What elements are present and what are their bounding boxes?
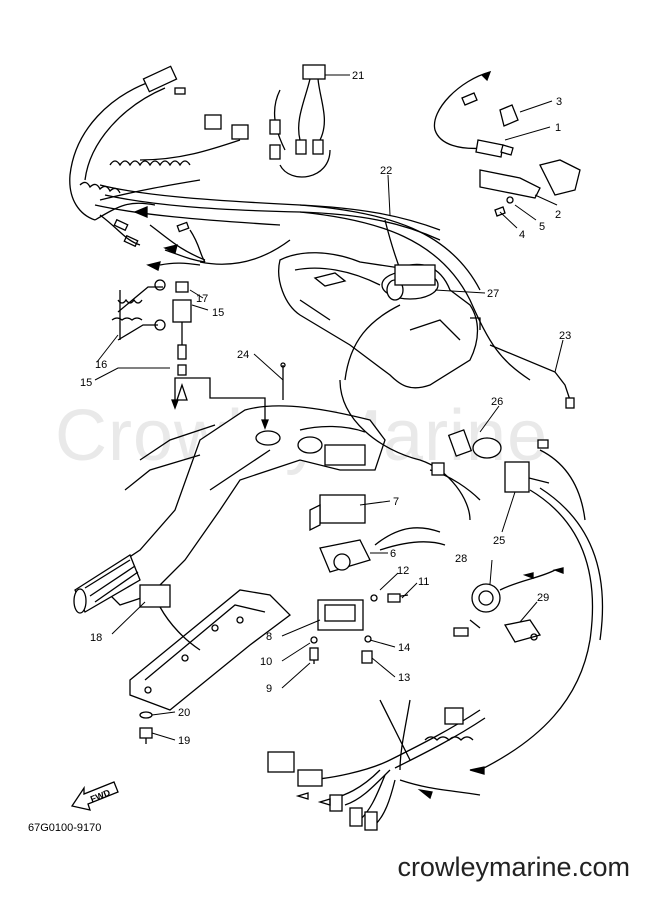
callout-19: 19 xyxy=(178,735,190,747)
fasteners-19-20 xyxy=(139,711,153,744)
callout-4: 4 xyxy=(519,229,525,241)
fwd-label: FWD xyxy=(89,787,112,804)
website-footer: crowleymarine.com xyxy=(397,852,630,882)
remote-control-box-cover xyxy=(278,252,481,389)
parts-24-25-26 xyxy=(280,362,604,771)
tiller-handle xyxy=(93,405,386,606)
callout-16: 16 xyxy=(95,359,107,371)
horn-and-bracket xyxy=(453,567,564,643)
pointer-arrows xyxy=(171,377,269,430)
callout-25: 25 xyxy=(493,535,505,547)
callout-6: 6 xyxy=(390,548,396,560)
callout-28: 28 xyxy=(455,553,467,565)
callout-11: 11 xyxy=(418,576,429,588)
callout-9: 9 xyxy=(266,683,272,695)
callout-12: 12 xyxy=(397,565,409,577)
callout-8: 8 xyxy=(266,631,272,643)
part-21-sub-harness xyxy=(269,64,331,178)
callout-29: 29 xyxy=(537,592,549,604)
callout-10: 10 xyxy=(260,656,272,668)
callout-2: 2 xyxy=(555,209,561,221)
callout-21: 21 xyxy=(352,70,364,82)
callout-labels: 1 2 3 4 5 6 7 8 9 10 11 12 13 14 15 15 1… xyxy=(80,70,571,747)
part-code: 67G0100-9170 xyxy=(28,822,102,834)
callout-17: 17 xyxy=(196,293,208,305)
callout-14: 14 xyxy=(398,642,410,654)
callout-24: 24 xyxy=(237,349,249,361)
top-wire-harness xyxy=(69,65,441,271)
callout-1: 1 xyxy=(555,122,561,134)
callout-22: 22 xyxy=(380,165,392,177)
part-27-switch xyxy=(344,264,439,381)
bottom-cover-plate xyxy=(129,584,291,711)
throttle-grip xyxy=(73,554,141,614)
sensor-assembly xyxy=(433,70,581,217)
callout-leaders xyxy=(94,74,564,741)
callout-7: 7 xyxy=(393,496,399,508)
callout-27: 27 xyxy=(487,288,499,300)
callout-13: 13 xyxy=(398,672,410,684)
callout-3: 3 xyxy=(556,96,562,108)
callout-20: 20 xyxy=(178,707,190,719)
part-23-lever xyxy=(489,344,575,409)
callout-15-b: 15 xyxy=(212,307,224,319)
callout-18: 18 xyxy=(90,632,102,644)
kill-switch-lanyard xyxy=(111,279,192,401)
fwd-arrow-icon: FWD xyxy=(70,778,120,817)
callout-15-a: 15 xyxy=(80,377,92,389)
callout-5: 5 xyxy=(539,221,545,233)
bottom-wire-harness xyxy=(267,699,486,831)
callout-23: 23 xyxy=(559,330,571,342)
parts-6-to-14 xyxy=(309,494,446,664)
callout-26: 26 xyxy=(491,396,503,408)
